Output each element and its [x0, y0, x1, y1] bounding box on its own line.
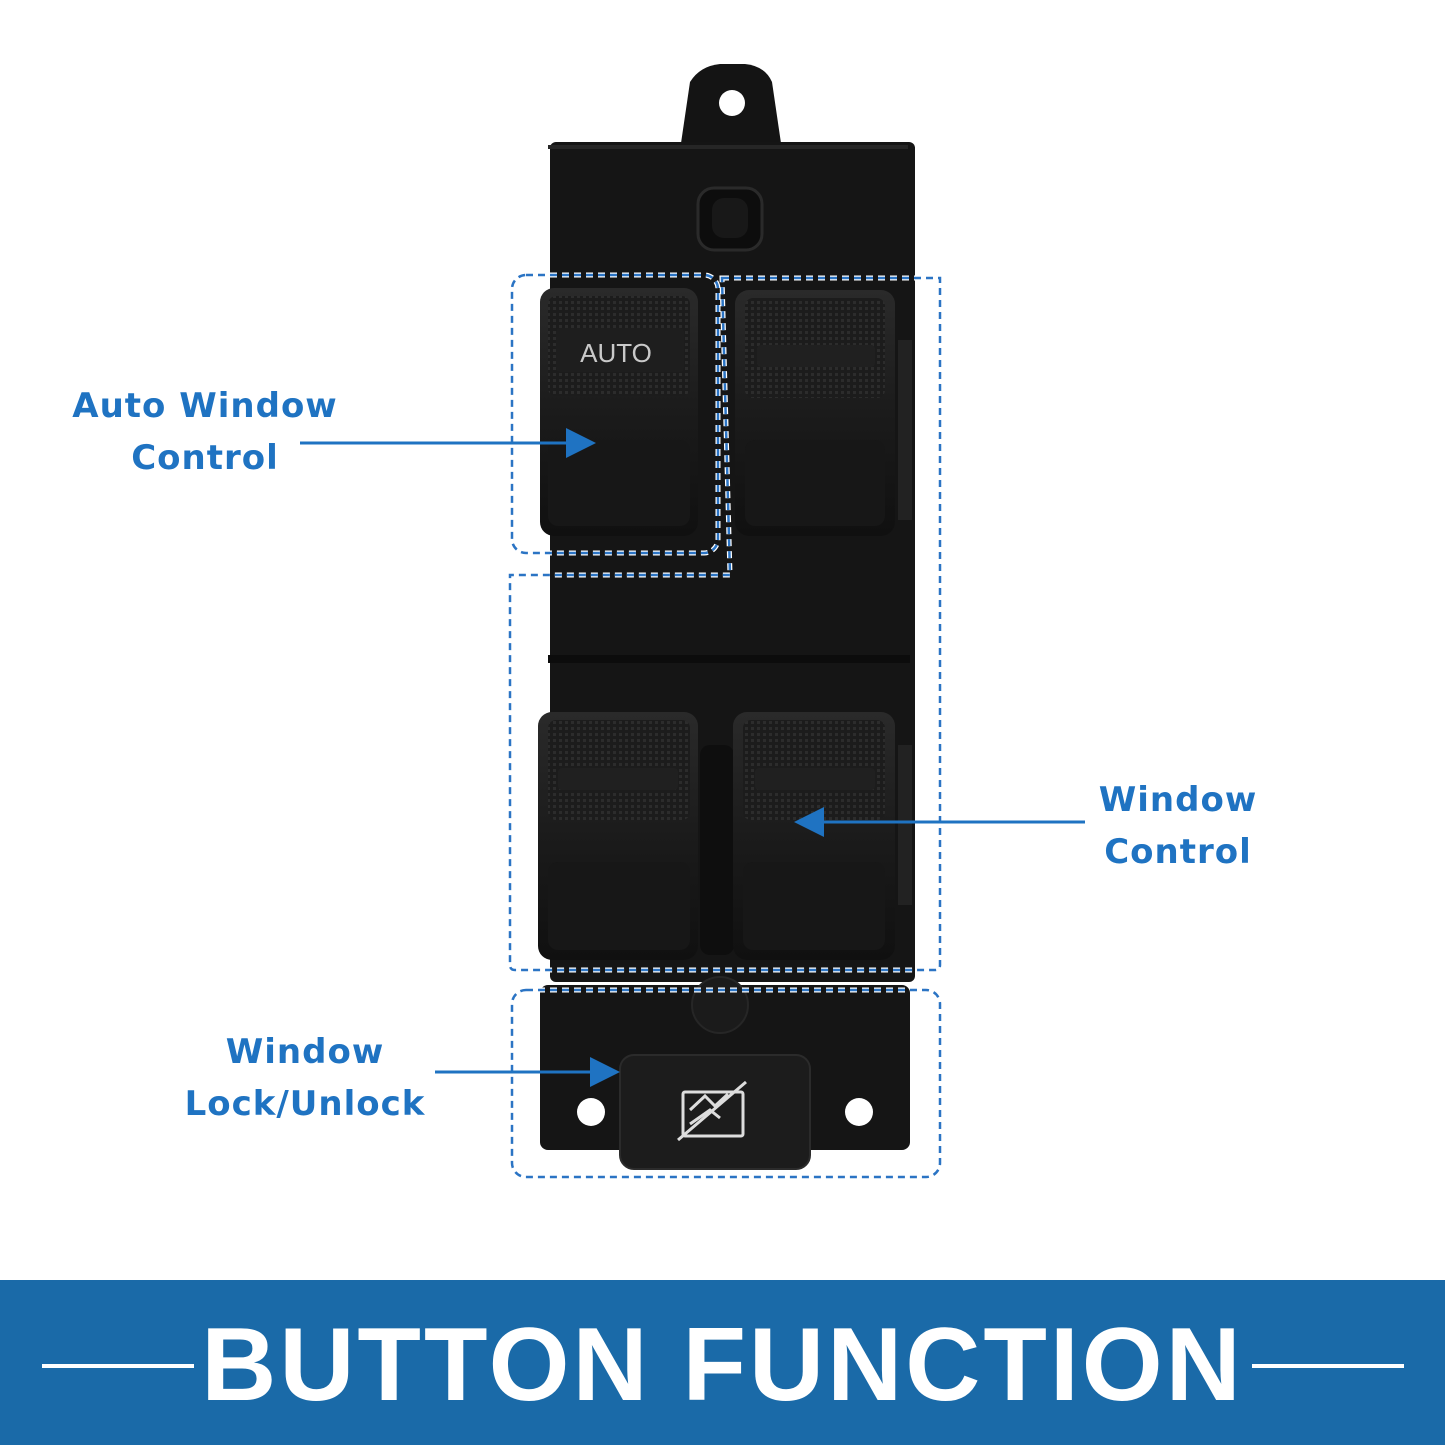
auto-window-button[interactable]: AUTO	[540, 288, 698, 536]
callout-auto-window-control: Auto Window Control	[50, 380, 360, 484]
window-lock-icon	[677, 1080, 747, 1142]
button-divider	[700, 745, 734, 955]
callout-window-line2: Control	[1104, 832, 1252, 872]
callout-window-lock: Window Lock/Unlock	[160, 1026, 450, 1130]
callout-auto-line2: Control	[131, 438, 279, 478]
top-mount-tab	[680, 64, 782, 150]
auto-label: AUTO	[580, 338, 652, 368]
banner-title: BUTTON FUNCTION	[201, 1307, 1244, 1423]
callout-window-line1: Window	[1098, 780, 1258, 820]
callout-lock-line1: Window	[225, 1032, 385, 1072]
highlight-boxes	[507, 272, 943, 1180]
callout-auto-line1: Auto Window	[72, 386, 338, 426]
callout-lock-line2: Lock/Unlock	[184, 1084, 426, 1124]
housing-slot	[696, 186, 764, 252]
rear-left-window-button[interactable]	[538, 712, 698, 960]
rear-right-window-button[interactable]	[733, 712, 895, 960]
passenger-window-button[interactable]	[735, 290, 895, 536]
banner-rule-right	[1252, 1364, 1404, 1368]
bottom-banner: BUTTON FUNCTION	[0, 1280, 1445, 1445]
callout-window-control: Window Control	[1078, 774, 1278, 878]
banner-rule-left	[42, 1364, 194, 1368]
callout-arrows	[300, 428, 1085, 1087]
window-lock-button[interactable]	[619, 1054, 811, 1170]
